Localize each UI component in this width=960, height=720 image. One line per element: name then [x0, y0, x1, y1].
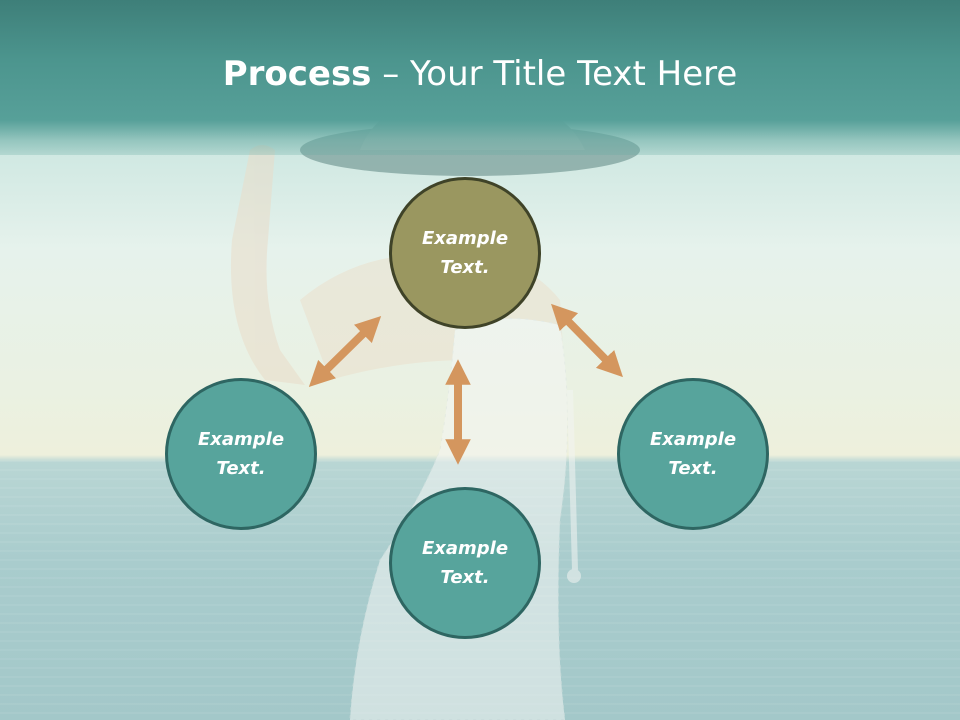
node-left-line1: Example [197, 429, 285, 450]
header-band [0, 0, 960, 155]
node-top-line1: Example [421, 228, 509, 249]
node-bottom-line2: Text. [440, 567, 490, 588]
title-rest: – Your Title Text Here [371, 54, 738, 94]
node-top-line2: Text. [440, 257, 490, 278]
process-node-left[interactable]: Example Text. [165, 378, 317, 530]
process-node-top[interactable]: Example Text. [389, 177, 541, 329]
slide-title: Process – Your Title Text Here [0, 50, 960, 98]
process-node-bottom[interactable]: Example Text. [389, 487, 541, 639]
process-node-right[interactable]: Example Text. [617, 378, 769, 530]
title-bold: Process [222, 54, 372, 94]
node-bottom-line1: Example [421, 538, 509, 559]
node-right-line1: Example [649, 429, 737, 450]
node-right-line2: Text. [668, 458, 718, 479]
node-left-line2: Text. [216, 458, 266, 479]
